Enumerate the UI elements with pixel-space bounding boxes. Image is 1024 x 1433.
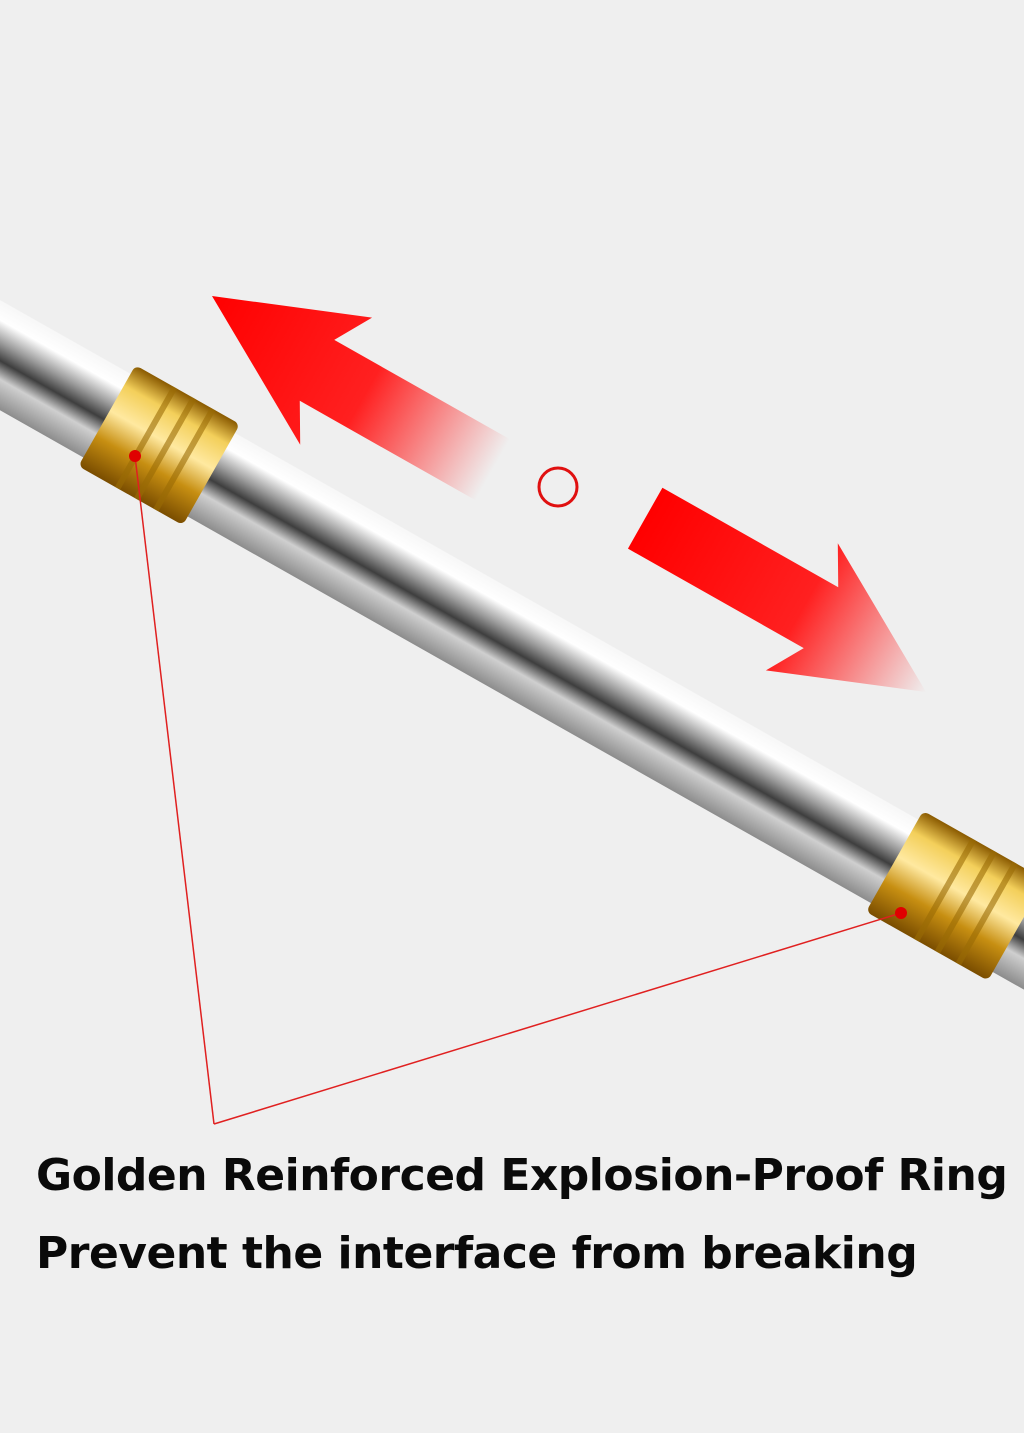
caption-subtitle: Prevent the interface from breaking	[36, 1228, 918, 1279]
golden-ring-left	[80, 367, 238, 524]
pointer-lines	[129, 450, 907, 1125]
circle-marker-icon	[537, 466, 579, 508]
steel-rod	[0, 280, 1024, 1005]
red-arrow-down-right-icon	[627, 487, 926, 692]
pointer-dot-left	[129, 450, 141, 462]
caption-title: Golden Reinforced Explosion-Proof Ring	[36, 1150, 1008, 1201]
red-arrow-up-left-icon	[212, 296, 511, 501]
golden-ring-right	[868, 812, 1024, 979]
pointer-dot-right	[895, 907, 907, 919]
